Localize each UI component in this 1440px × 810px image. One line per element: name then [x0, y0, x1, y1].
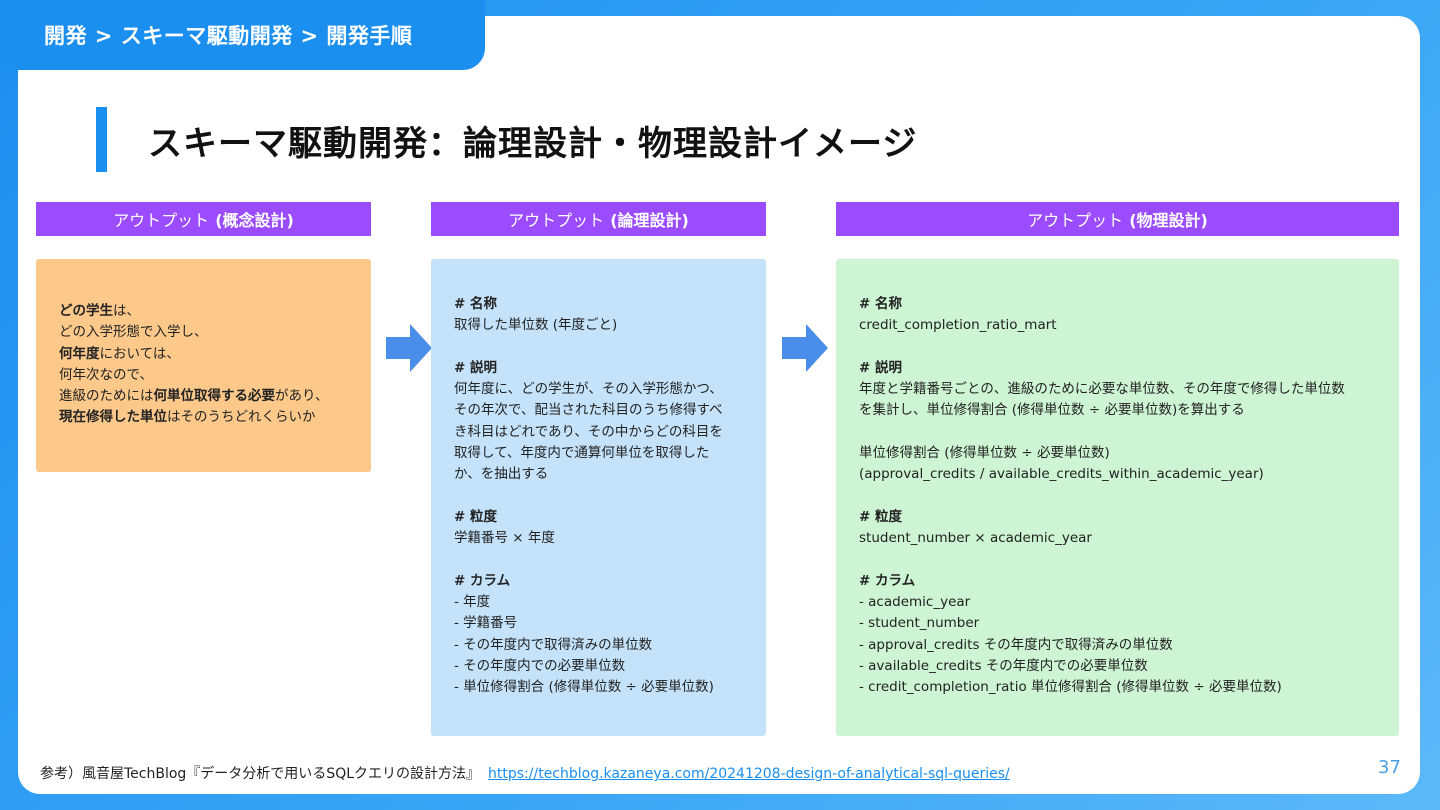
section-heading: # 粒度	[859, 508, 903, 525]
desc-line: か、を抽出する	[454, 466, 549, 483]
column-header-prefix: アウトプット	[113, 211, 210, 230]
concept-design-box: どの学生は、 どの入学形態で入学し、 何年度においては、 何年次なので、 進級の…	[36, 259, 371, 472]
section-heading: # カラム	[454, 572, 511, 589]
formula-line: (approval_credits / available_credits_wi…	[859, 466, 1264, 483]
concept-text: は、	[113, 303, 140, 319]
concept-text: はそのうちどれくらいか	[167, 409, 316, 426]
arrow-right-icon	[782, 324, 828, 372]
desc-line: 取得して、年度内で通算何単位を取得した	[454, 445, 710, 462]
desc-line: 年度と学籍番号ごとの、進級のために必要な単位数、その年度で修得した単位数	[859, 381, 1345, 398]
concept-bold: 何年度	[59, 345, 100, 362]
section-heading: # 説明	[859, 359, 903, 376]
section-heading: # 説明	[454, 359, 498, 376]
physical-design-box: # 名称 credit_completion_ratio_mart # 説明 年…	[836, 259, 1399, 736]
section-heading: # カラム	[859, 572, 916, 589]
column-item: - credit_completion_ratio 単位修得割合 (修得単位数 …	[859, 679, 1282, 696]
column-item: - student_number	[859, 615, 980, 632]
concept-text: 何年次なので、	[59, 366, 153, 383]
column-item: - 年度	[454, 594, 491, 611]
concept-text: があり、	[275, 388, 329, 405]
column-header-prefix: アウトプット	[1027, 211, 1124, 230]
column-item: - available_credits その年度内での必要単位数	[859, 658, 1148, 675]
reference-text: 参考）風音屋TechBlog『データ分析で用いるSQLクエリの設計方法』	[40, 766, 481, 782]
column-header-name: (物理設計)	[1129, 211, 1208, 230]
page-number: 37	[1378, 757, 1401, 778]
title-accent-bar	[96, 107, 107, 172]
column-item: - 単位修得割合 (修得単位数 ÷ 必要単位数)	[454, 679, 714, 696]
concept-text: においては、	[99, 345, 180, 362]
concept-bold: 現在修得した単位	[59, 409, 167, 426]
section-value: student_number × academic_year	[859, 530, 1092, 547]
column-item: - その年度内で取得済みの単位数	[454, 636, 653, 653]
section-value: credit_completion_ratio_mart	[859, 317, 1057, 334]
column-item: - その年度内での必要単位数	[454, 658, 626, 675]
desc-line: その年次で、配当された科目のうち修得すべ	[454, 402, 723, 419]
section-heading: # 名称	[454, 296, 498, 312]
desc-line: き科目はどれであり、その中からどの科目を	[454, 423, 723, 440]
arrow-right-icon	[386, 324, 432, 372]
concept-bold: 何単位取得する必要	[153, 388, 276, 405]
column-header-name: (概念設計)	[215, 211, 294, 230]
concept-bold: どの学生	[59, 303, 113, 319]
column-header-concept: アウトプット (概念設計)	[36, 202, 371, 236]
logical-design-box: # 名称 取得した単位数 (年度ごと) # 説明 何年度に、どの学生が、その入学…	[431, 259, 766, 736]
breadcrumb: 開発 > スキーマ駆動開発 > 開発手順	[0, 0, 485, 70]
section-heading: # 粒度	[454, 508, 498, 525]
concept-text: どの入学形態で入学し、	[59, 324, 208, 341]
page-title: スキーマ駆動開発：論理設計・物理設計イメージ	[148, 124, 918, 164]
column-header-prefix: アウトプット	[508, 211, 605, 230]
column-header-physical: アウトプット (物理設計)	[836, 202, 1399, 236]
formula-line: 単位修得割合 (修得単位数 ÷ 必要単位数)	[859, 445, 1110, 462]
footer-reference: 参考）風音屋TechBlog『データ分析で用いるSQLクエリの設計方法』 http…	[40, 763, 1010, 783]
column-header-logical: アウトプット (論理設計)	[431, 202, 766, 236]
column-item: - 学籍番号	[454, 615, 518, 632]
desc-line: 何年度に、どの学生が、その入学形態かつ、	[454, 381, 723, 398]
concept-text: 進級のためには	[59, 388, 154, 405]
reference-link[interactable]: https://techblog.kazaneya.com/20241208-d…	[488, 766, 1010, 782]
column-header-name: (論理設計)	[610, 211, 689, 230]
section-value: 学籍番号 × 年度	[454, 530, 555, 547]
section-heading: # 名称	[859, 296, 903, 312]
column-item: - academic_year	[859, 594, 971, 611]
column-item: - approval_credits その年度内で取得済みの単位数	[859, 636, 1173, 653]
section-value: 取得した単位数 (年度ごと)	[454, 317, 618, 334]
desc-line: を集計し、単位修得割合 (修得単位数 ÷ 必要単位数)を算出する	[859, 402, 1245, 419]
